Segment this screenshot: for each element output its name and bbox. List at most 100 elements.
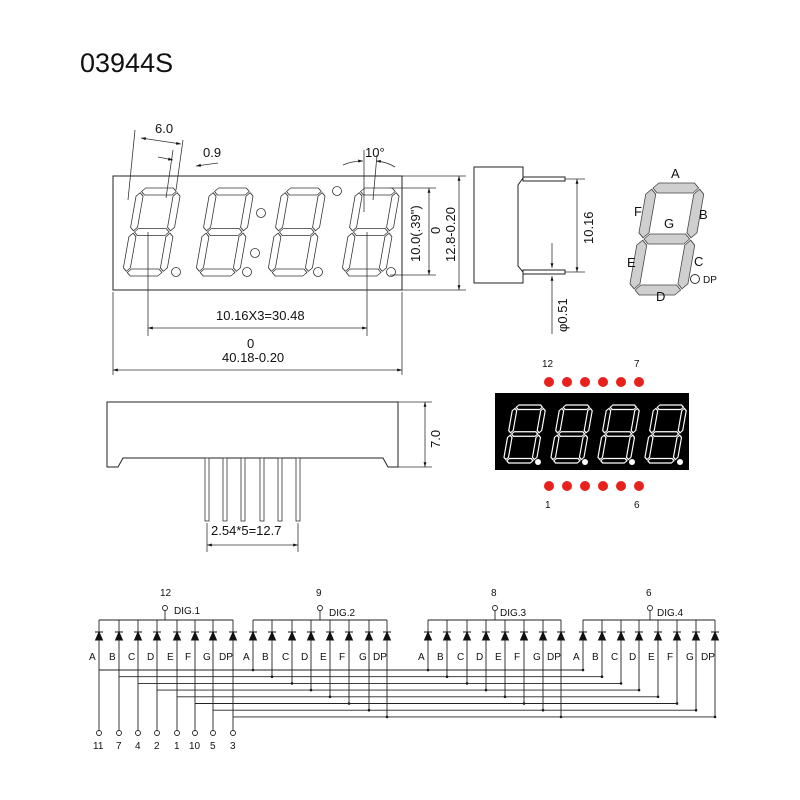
segment-label-e: E [648,652,655,663]
decimal-point [629,459,635,465]
segment-diagram: A B C D E F G DP [627,166,717,304]
diode-icon [208,630,218,641]
pin-dot-top [544,377,554,387]
segment-e [503,434,513,461]
segment-label-a: A [243,652,250,663]
diode-icon [423,630,433,641]
segment-c [672,434,683,461]
segment-pin-number: 3 [230,741,236,752]
seven-seg-digit [341,187,400,277]
segment-d [599,457,628,464]
diode-icon [462,630,472,641]
segment-pin-number: 1 [174,741,180,752]
segment-label-f: F [667,652,673,663]
segment-b [240,192,254,232]
bottom-pins [204,457,301,522]
pin-dot-top [634,377,644,387]
seven-seg-digit [597,404,640,464]
segment-pin-terminal [116,730,122,736]
decimal-point [582,459,588,465]
pin-dot-top [562,377,572,387]
diode-icon [228,630,238,641]
display-pins [544,377,644,491]
diode-icon [481,630,491,641]
digit-label-4: DIG.4 [657,608,684,619]
diode-icon [653,630,663,641]
diode-icon [672,630,682,641]
digit-label-1: DIG.1 [174,606,201,617]
decimal-point [677,459,683,465]
dim-height-tolerance: 0 [428,227,443,234]
segment-b [312,192,326,232]
angle-arc [342,159,364,166]
segment-label-d: D [301,652,308,663]
segment-a [656,404,685,411]
segment-g [510,431,539,437]
seven-seg-digit [267,187,326,277]
segment-a [562,404,591,411]
segment-e [267,232,282,272]
segment-b [536,407,546,434]
pin-dot-top [580,377,590,387]
dot [242,267,252,277]
segment-label-dp: DP [219,652,233,663]
segment-e [644,434,654,461]
diode-icon [691,630,701,641]
segment-c [578,434,589,461]
segment-a [214,187,250,196]
dim-pin-row-label: 10.16 [581,211,596,244]
segment-e [629,239,648,290]
segment-f [203,192,217,232]
seven-seg-digit [195,187,254,277]
dot [313,267,323,277]
pin-label-top-right: 7 [634,359,640,370]
diode-icon [344,630,354,641]
segment-c [232,232,247,272]
side-pin-top [522,176,566,182]
dim-arrow [195,162,219,167]
pin [204,457,210,522]
segment-c [304,232,319,272]
decimal-point [535,459,541,465]
dim-slant-label: 10° [365,145,385,160]
display-digits [503,404,687,465]
pin-dot-bottom [580,481,590,491]
segment-c [531,434,542,461]
dot [171,267,181,277]
pin [222,457,228,522]
segment-label-d: D [147,652,154,663]
diode-icon [634,630,644,641]
segment-pin-terminal [135,730,141,736]
segment-a [360,187,396,196]
segment-dp [690,274,700,284]
segment-a [141,187,177,196]
segment-label-f: F [514,652,520,663]
segment-label-b: B [699,207,708,222]
segment-label-a: A [573,652,580,663]
segment-d [505,457,534,464]
dot [250,248,260,258]
segment-label-f: F [339,652,345,663]
pin-dot-bottom [562,481,572,491]
digit-pin-terminal [647,605,653,611]
segment-f [602,407,612,434]
segment-f [508,407,518,434]
segment-label-c: C [457,652,464,663]
pin-label-bottom-left: 1 [545,500,551,511]
segment-label-dp: DP [703,275,717,286]
segment-pin-terminal [192,730,198,736]
segment-f [638,188,657,239]
segment-pin-terminal [230,730,236,736]
segment-b [677,407,687,434]
segment-pin-number: 11 [93,741,104,752]
dim-arrow [157,156,174,161]
segment-e [597,434,607,461]
segment-e [195,232,210,272]
segment-f [275,192,289,232]
dim-pin-span-label: 2.54*5=12.7 [211,523,281,538]
diode-icon [382,630,392,641]
segment-d [199,268,236,277]
diode-icon [267,630,277,641]
dim-thickness-label: 7.0 [428,430,443,448]
